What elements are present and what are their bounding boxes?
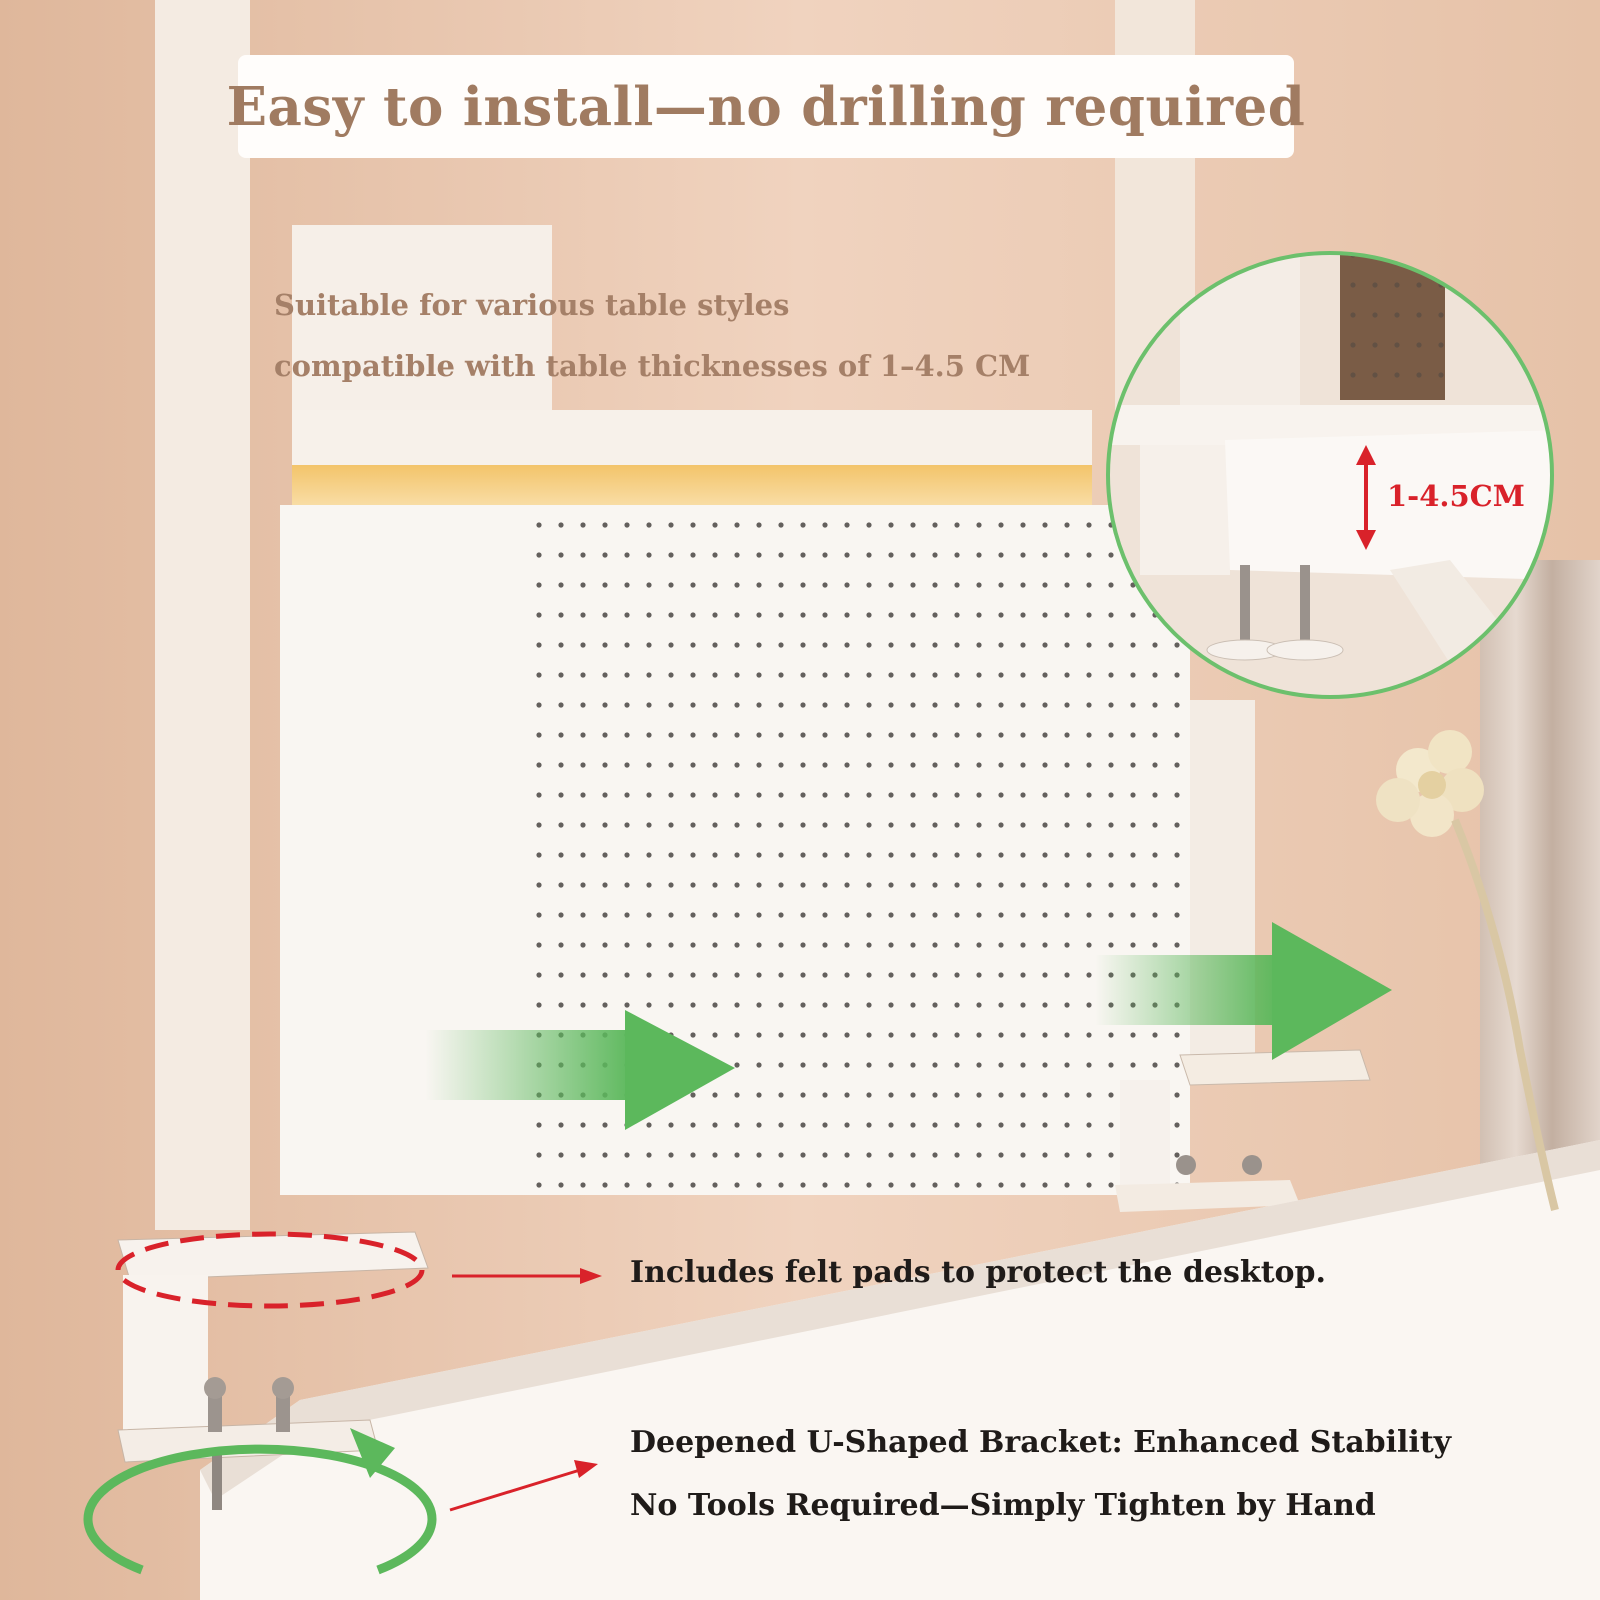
compatibility-line-1: Suitable for various table styles: [274, 288, 790, 322]
inset-detail: [1106, 251, 1554, 699]
right-arrow-icon: [425, 1010, 735, 1130]
rotate-arrow-icon: [83, 1428, 437, 1575]
page-title: Easy to install—no drilling required: [226, 75, 1306, 138]
flower-decoration: [1376, 730, 1559, 1211]
title-banner: Easy to install—no drilling required: [227, 55, 1305, 158]
red-arrow-felt: [452, 1268, 602, 1284]
bracket-label: Deepened U-Shaped Bracket: Enhanced Stab…: [630, 1425, 1452, 1460]
thickness-label: 1-4.5CM: [1387, 479, 1525, 513]
red-arrow-bracket: [449, 1460, 598, 1512]
tighten-label: No Tools Required—Simply Tighten by Hand: [630, 1488, 1376, 1523]
felt-pads-label: Includes felt pads to protect the deskto…: [630, 1255, 1326, 1290]
dashed-ellipse-highlight: [115, 1231, 425, 1309]
compatibility-line-2: compatible with table thicknesses of 1–4…: [274, 349, 1031, 383]
right-arrow-icon: [1095, 922, 1392, 1060]
